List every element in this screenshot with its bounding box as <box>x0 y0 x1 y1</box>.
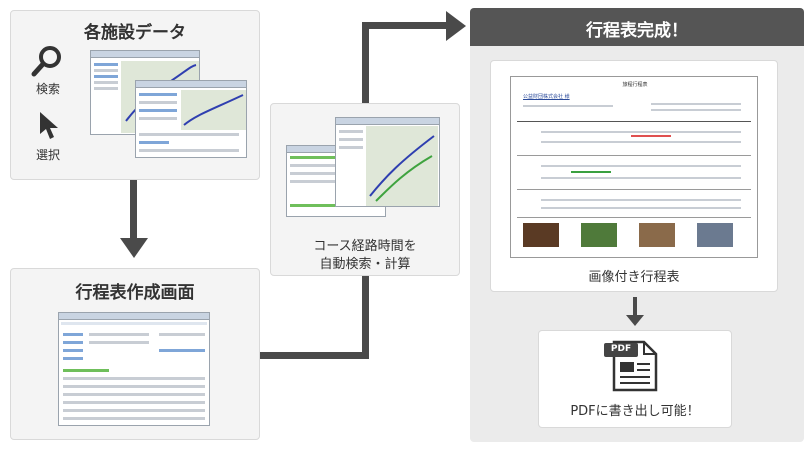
itinerary-document: 旅程行程表 公益財団株式会社 様 <box>510 76 758 258</box>
itinerary-photo-1 <box>523 223 559 247</box>
complete-title: 行程表完成！ <box>586 21 688 41</box>
arrow-small-shaft <box>633 297 637 317</box>
facility-screenshot-front <box>135 80 247 158</box>
connector-h1 <box>260 352 366 359</box>
arrow-right-head <box>446 11 466 41</box>
cursor-icon <box>40 112 58 139</box>
itinerary-photo-2 <box>581 223 617 247</box>
route-screenshot-front <box>335 117 440 207</box>
arrow-small-head <box>626 315 644 326</box>
search-label: 検索 <box>35 82 60 96</box>
pdf-caption: PDFに書き出し可能！ <box>570 404 700 419</box>
facility-title: 各施設データ <box>84 23 186 43</box>
route-caption-2: 自動検索・計算 <box>319 257 411 272</box>
itinerary-doc-header: 旅程行程表 <box>622 82 648 88</box>
arrow-down-shaft <box>130 180 137 242</box>
itinerary-caption: 画像付き行程表 <box>588 270 680 285</box>
search-icon <box>31 46 61 77</box>
pdf-badge-label: PDF <box>610 344 632 354</box>
itinerary-doc-company: 公益財団株式会社 様 <box>523 94 570 100</box>
editor-title: 行程表作成画面 <box>75 283 195 303</box>
select-label: 選択 <box>35 148 60 162</box>
route-caption-1: コース経路時間を <box>313 239 417 254</box>
complete-banner <box>470 8 804 46</box>
pdf-badge <box>604 343 638 357</box>
itinerary-photo-3 <box>639 223 675 247</box>
arrow-down-head <box>120 238 148 258</box>
editor-screenshot <box>58 312 210 426</box>
itinerary-photo-4 <box>697 223 733 247</box>
connector-h2 <box>362 22 450 29</box>
